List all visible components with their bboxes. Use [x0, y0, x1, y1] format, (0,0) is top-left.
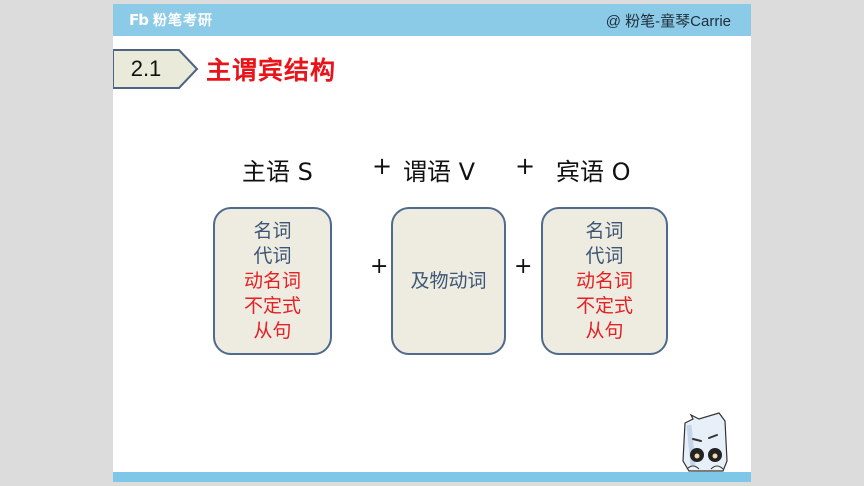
section-number: 2.1 [130, 56, 162, 81]
box-item: 名词 [253, 219, 292, 242]
box-item: 动名词 [575, 269, 633, 292]
box-item: 名词 [585, 219, 624, 242]
box-plus-1: + [370, 254, 389, 279]
box-item: 从句 [585, 319, 624, 342]
fb-logo-icon: Fb [129, 11, 149, 29]
brand-name: 粉笔考研 [152, 13, 213, 29]
chevron-tag-icon [113, 49, 199, 89]
formula-subject: 主语 S [242, 158, 313, 186]
subject-box: 名词 代词 动名词 不定式 从句 [213, 207, 332, 355]
slide: Fb 粉笔考研 @ 粉笔-童琴Carrie 2.1 主谓宾结构 主语 S + 谓… [113, 4, 751, 482]
box-item: 代词 [585, 244, 624, 267]
formula-predicate: 谓语 V [403, 158, 476, 186]
author-credit: @ 粉笔-童琴Carrie [605, 13, 731, 30]
box-item: 及物动词 [410, 269, 487, 292]
box-item: 代词 [253, 244, 292, 267]
header-bar: Fb 粉笔考研 @ 粉笔-童琴Carrie [113, 4, 751, 36]
box-plus-2: + [514, 254, 533, 279]
cartoon-character-icon [682, 412, 728, 472]
box-item: 动名词 [243, 269, 301, 292]
box-item: 不定式 [243, 294, 301, 317]
object-box: 名词 代词 动名词 不定式 从句 [541, 207, 668, 355]
brand-logo: Fb 粉笔考研 [129, 10, 213, 30]
formula-plus-1: + [372, 152, 393, 180]
box-item: 不定式 [575, 294, 633, 317]
section-tag: 2.1 [113, 49, 199, 89]
predicate-box: 及物动词 [391, 207, 506, 355]
section-title: 主谓宾结构 [206, 56, 337, 85]
footer-bar [113, 472, 751, 482]
formula-object: 宾语 O [556, 158, 631, 186]
box-item: 从句 [253, 319, 292, 342]
formula-plus-2: + [515, 152, 536, 180]
